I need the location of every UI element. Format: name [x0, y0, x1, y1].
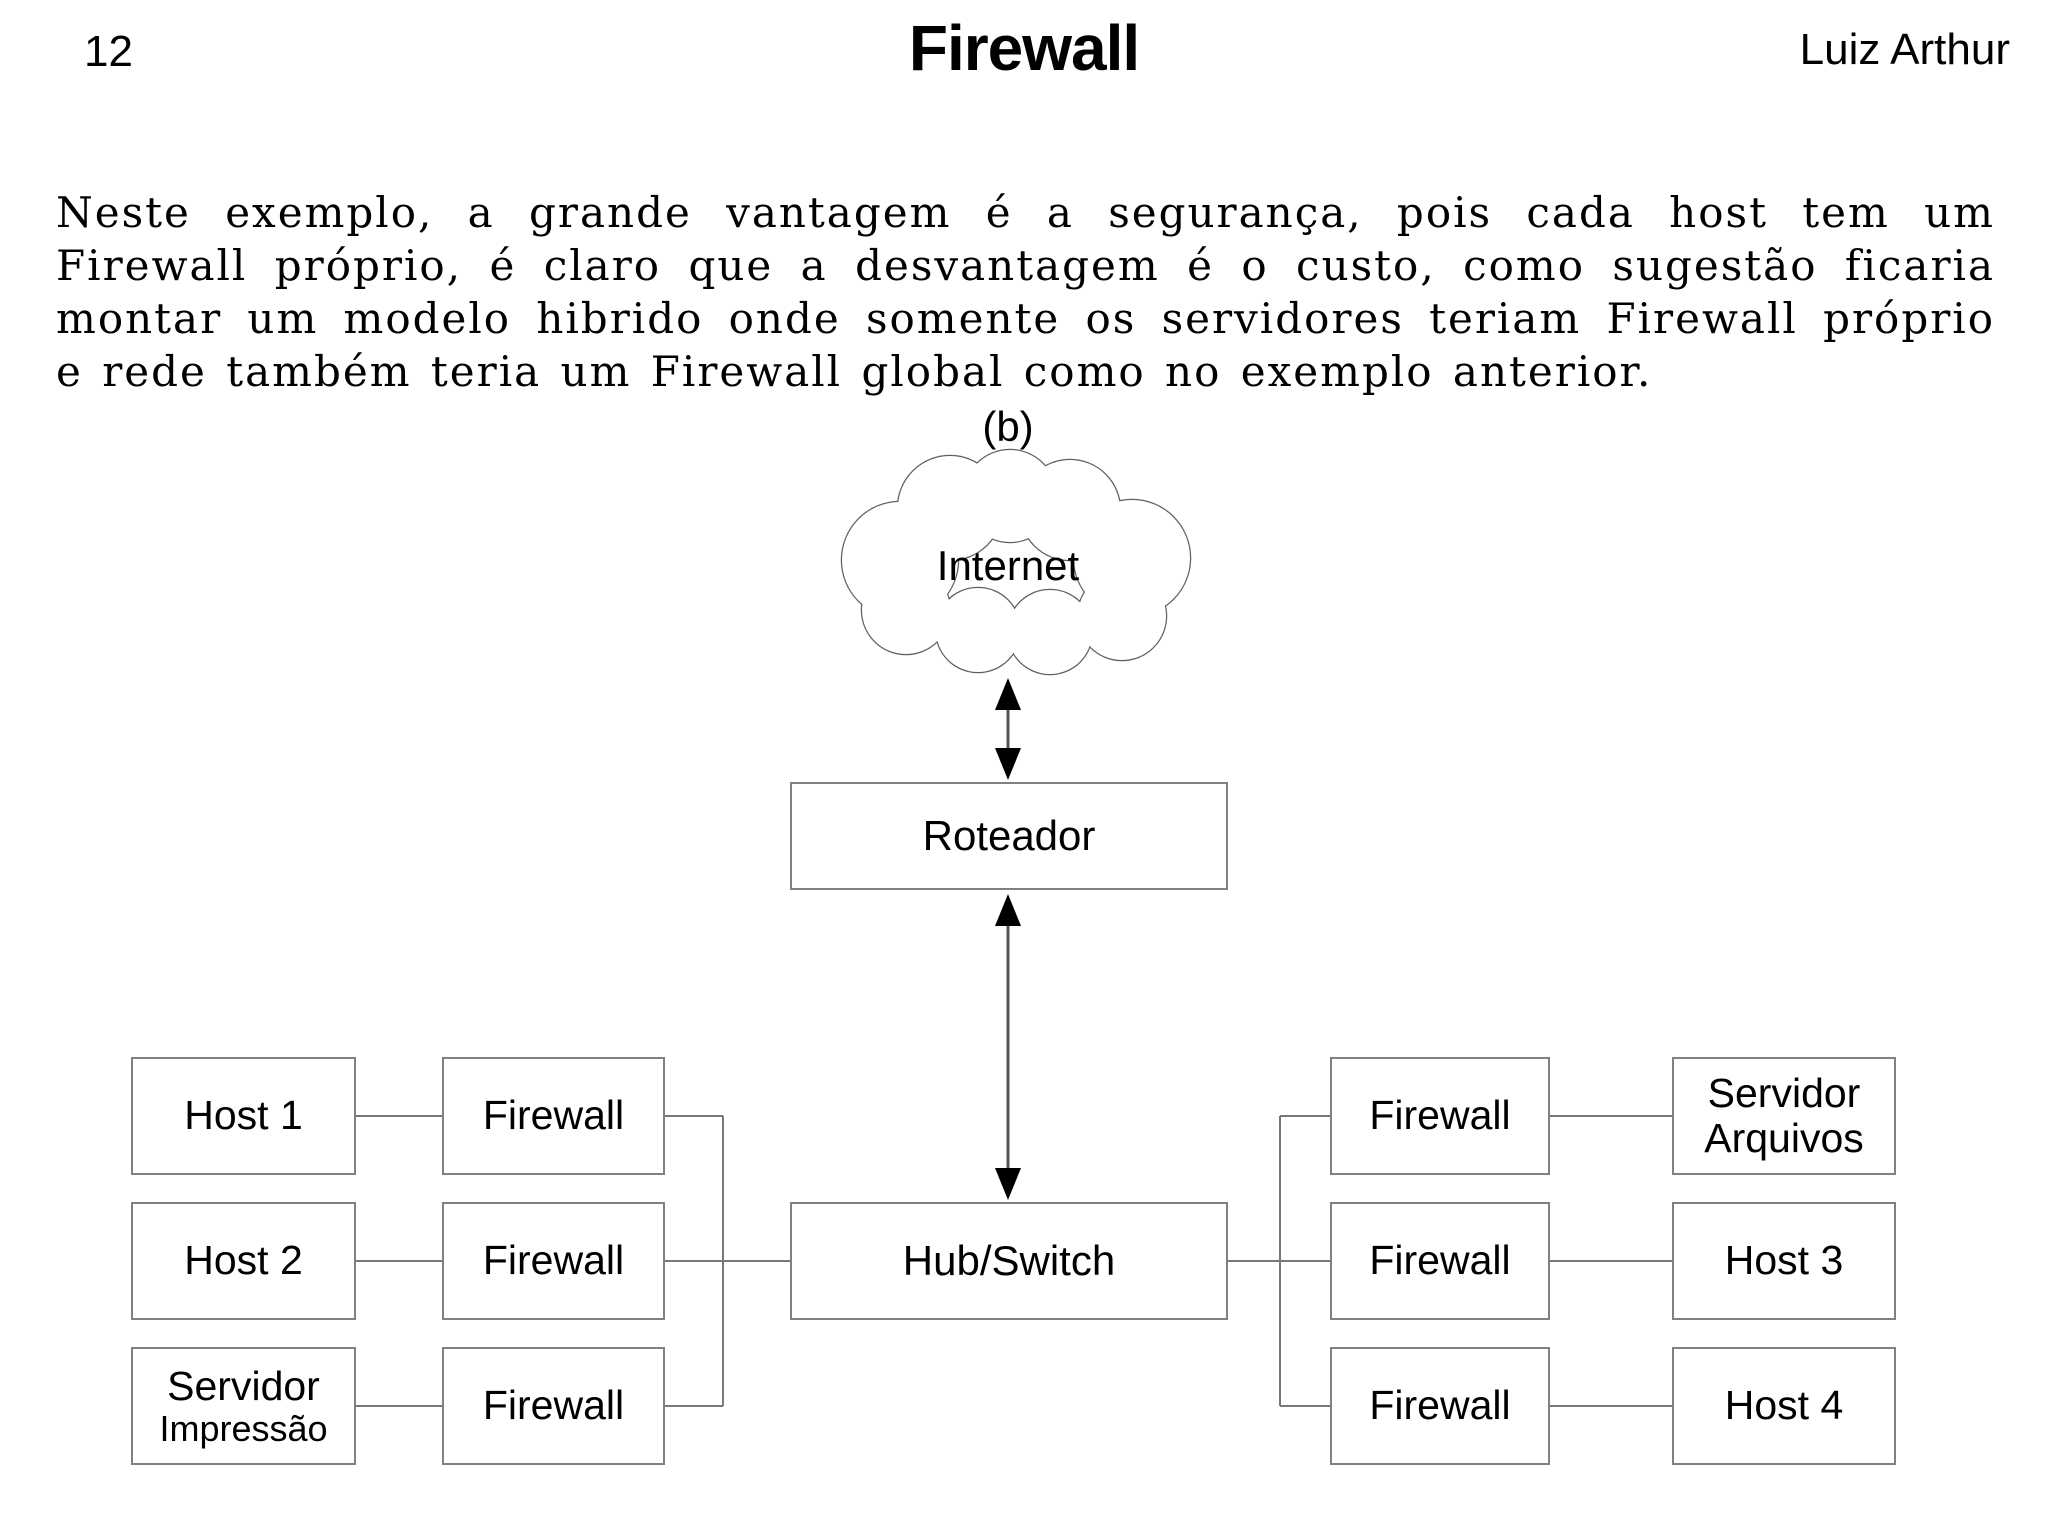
node-firewall-left-2: Firewall: [442, 1202, 665, 1320]
node-label-line2: Impressão: [159, 1407, 328, 1449]
node-label: Host 1: [184, 1092, 303, 1139]
node-servidor-arquivos: Servidor Arquivos: [1672, 1057, 1896, 1175]
node-host2: Host 2: [131, 1202, 356, 1320]
node-label-line1: Servidor: [167, 1362, 320, 1409]
arrow-up-icon: [995, 894, 1021, 926]
node-host1: Host 1: [131, 1057, 356, 1175]
node-hub-switch: Hub/Switch: [790, 1202, 1228, 1320]
node-label: Firewall: [482, 1382, 625, 1429]
arrow-internet-roteador: [995, 678, 1021, 780]
node-firewall-right-3: Firewall: [1330, 1347, 1550, 1465]
internet-cloud-label: Internet: [936, 542, 1080, 589]
node-label: Host 3: [1724, 1237, 1844, 1284]
arrow-down-icon: [995, 748, 1021, 780]
node-label: Host 2: [184, 1237, 303, 1284]
node-firewall-left-1: Firewall: [442, 1057, 665, 1175]
arrow-up-icon: [995, 678, 1021, 710]
figure-label: (b): [982, 403, 1034, 450]
paragraph-line-4: e rede também teria um Firewall global c…: [56, 347, 1653, 396]
node-firewall-right-1: Firewall: [1330, 1057, 1550, 1175]
arrow-roteador-hub: [995, 894, 1021, 1200]
paragraph-line-1: Neste exemplo, a grande vantagem é a seg…: [56, 188, 1995, 237]
body-paragraph: Neste exemplo, a grande vantagem é a seg…: [56, 186, 1995, 398]
paragraph-line-3: montar um modelo hibrido onde somente os…: [56, 294, 1995, 343]
node-label: Hub/Switch: [902, 1236, 1116, 1284]
internet-cloud-icon: [840, 448, 1192, 676]
node-firewall-right-2: Firewall: [1330, 1202, 1550, 1320]
connector-lines: [356, 1115, 1672, 1407]
node-roteador: Roteador: [790, 782, 1228, 890]
page-number: 12: [84, 27, 133, 76]
node-servidor-impressao: Servidor Impressão: [131, 1347, 356, 1465]
node-label: Host 4: [1724, 1382, 1844, 1429]
node-firewall-left-3: Firewall: [442, 1347, 665, 1465]
node-host3: Host 3: [1672, 1202, 1896, 1320]
node-label: Firewall: [1369, 1092, 1511, 1139]
author-name: Luiz Arthur: [1799, 25, 2010, 74]
node-label: Roteador: [922, 811, 1096, 859]
arrow-down-icon: [995, 1168, 1021, 1200]
node-label: Firewall: [1369, 1237, 1511, 1284]
node-label-line2: Arquivos: [1704, 1115, 1864, 1161]
node-label: Firewall: [482, 1237, 625, 1284]
node-host4: Host 4: [1672, 1347, 1896, 1465]
node-label: Firewall: [1369, 1382, 1511, 1429]
node-label: Firewall: [482, 1092, 625, 1139]
node-label-line1: Servidor: [1707, 1069, 1861, 1116]
paragraph-line-2: Firewall próprio, é claro que a desvanta…: [56, 241, 1995, 290]
page-title: Firewall: [908, 12, 1140, 84]
